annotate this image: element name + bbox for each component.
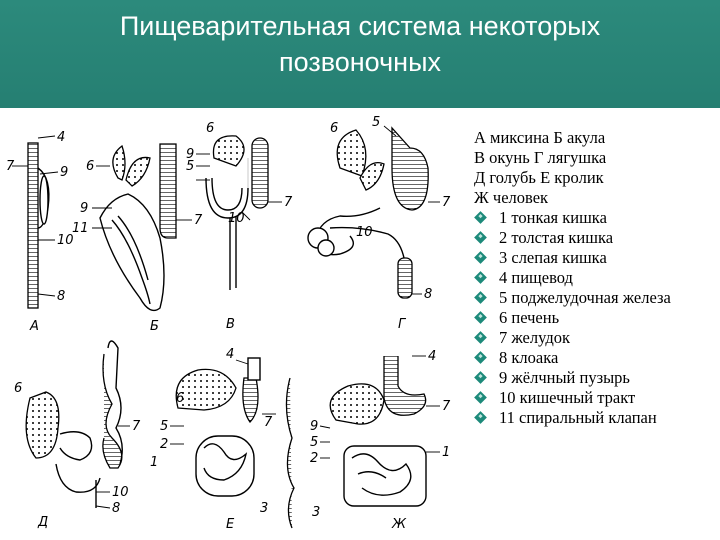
label-d-7: 7 [132,419,141,434]
title-line-1: Пищеварительная система некоторых [0,8,720,44]
animal-d-pigeon: 6 7 10 8 Д [14,341,141,530]
label-e-4: 4 [226,347,234,362]
legend-item: 4 пищевод [474,268,714,288]
label-e-1: 1 [150,455,158,470]
figure-svg: 4 7 9 10 8 А 6 9 11 7 Б [0,108,455,540]
label-g-letter: Г [398,317,407,332]
label-e-3: 3 [260,501,268,516]
diamond-bullet-icon [474,351,487,364]
label-g-5: 5 [372,115,380,130]
legend-item: 10 кишечный тракт [474,388,714,408]
legend-item: 8 клоака [474,348,714,368]
legend-item: 3 слепая кишка [474,248,714,268]
legend-item: 6 печень [474,308,714,328]
label-v-6: 6 [206,121,214,136]
diamond-bullet-icon [474,411,487,424]
label-b-9: 9 [80,201,88,216]
label-a-7: 7 [6,159,15,174]
label-a-4: 4 [57,130,65,145]
legend-species-2: В окунь Г лягушка [474,148,714,168]
label-v-10: 10 [228,211,245,226]
legend: А миксина Б акула В окунь Г лягушка Д го… [474,128,714,428]
label-g-7: 7 [442,195,451,210]
diamond-bullet-icon [474,231,487,244]
label-zh-9: 9 [310,419,318,434]
legend-species-3: Д голубь Е кролик [474,168,714,188]
label-b-letter: Б [150,319,159,334]
digestive-systems-figure: 4 7 9 10 8 А 6 9 11 7 Б [0,108,455,540]
label-zh-7: 7 [442,399,451,414]
diamond-bullet-icon [474,311,487,324]
diamond-bullet-icon [474,331,487,344]
legend-species-4: Ж человек [474,188,714,208]
label-e-letter: Е [226,517,235,532]
label-e-7: 7 [264,415,273,430]
label-d-8: 8 [112,501,120,516]
diamond-bullet-icon [474,251,487,264]
label-zh-letter: Ж [391,517,407,532]
legend-list: 1 тонкая кишка 2 толстая кишка 3 слепая … [474,208,714,428]
label-v-5: 5 [186,159,194,174]
label-zh-4: 4 [428,349,436,364]
label-g-8: 8 [424,287,432,302]
legend-item: 9 жёлчный пузырь [474,368,714,388]
legend-species-1: А миксина Б акула [474,128,714,148]
animal-g-frog: 5 6 10 7 8 Г [308,115,451,332]
diamond-bullet-icon [474,291,487,304]
label-d-6: 6 [14,381,22,396]
label-zh-5: 5 [310,435,318,450]
label-e-5: 5 [160,419,168,434]
diamond-bullet-icon [474,271,487,284]
diamond-bullet-icon [474,371,487,384]
animal-e-rabbit: 6 5 2 1 4 7 3 Е [150,347,294,532]
label-e-2: 2 [160,437,168,452]
diamond-bullet-icon [474,211,487,224]
label-b-11: 11 [72,221,89,236]
label-v-7: 7 [284,195,293,210]
label-zh-3: 3 [312,505,320,520]
label-g-10: 10 [356,225,373,240]
animal-a-hagfish: 4 7 9 10 8 А [6,130,74,334]
label-a-8: 8 [57,289,65,304]
legend-item: 1 тонкая кишка [474,208,714,228]
diamond-bullet-icon [474,391,487,404]
legend-item: 5 поджелудочная железа [474,288,714,308]
label-zh-1: 1 [442,445,450,460]
label-a-letter: А [29,319,39,334]
title-line-2: позвоночных [0,44,720,80]
legend-item: 7 желудок [474,328,714,348]
label-d-10: 10 [112,485,129,500]
label-v-letter: В [226,317,235,332]
label-e-6: 6 [176,391,184,406]
legend-item: 11 спиральный клапан [474,408,714,428]
label-d-letter: Д [37,515,48,530]
label-b-7: 7 [194,213,203,228]
label-zh-2: 2 [310,451,318,466]
label-b-6: 6 [86,159,94,174]
slide-title: Пищеварительная система некоторых позвон… [0,8,720,80]
legend-item: 2 толстая кишка [474,228,714,248]
animal-b-shark: 6 9 11 7 Б [72,144,203,334]
label-g-6: 6 [330,121,338,136]
animal-zh-human: 4 7 1 9 5 2 3 Ж [310,349,451,532]
label-a-9: 9 [60,165,68,180]
